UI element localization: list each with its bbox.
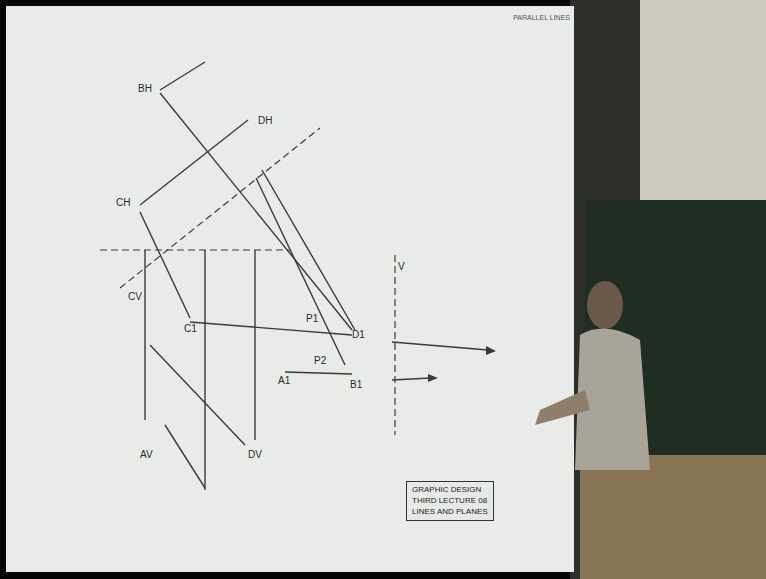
title-text: GRAPHIC DESIGN [412,485,488,496]
construction-lines [140,62,488,490]
point-label: A1 [278,376,290,386]
point-label: DH [258,116,272,126]
point-label: B1 [350,380,362,390]
point-label: C1 [184,324,197,334]
desk [580,455,766,579]
projection-screen [6,6,574,572]
slide-heading: PARALLEL LINES [513,14,570,21]
point-label: AV [140,450,153,460]
wall-panel [640,0,766,200]
title-block: GRAPHIC DESIGNTHIRD LECTURE 08LINES AND … [406,481,494,521]
lecturer [535,281,650,470]
point-label: D1 [352,330,365,340]
point-label: V [398,262,405,272]
point-label: CV [128,292,142,302]
reference-lines [100,128,395,435]
point-label: CH [116,198,130,208]
point-label: P2 [314,356,326,366]
point-label: BH [138,84,152,94]
arrowheads [428,346,496,382]
title-text: THIRD LECTURE 08 [412,496,488,507]
point-label: P1 [306,314,318,324]
point-label: DV [248,450,262,460]
title-text: LINES AND PLANES [412,507,488,518]
room-wall [570,0,766,579]
